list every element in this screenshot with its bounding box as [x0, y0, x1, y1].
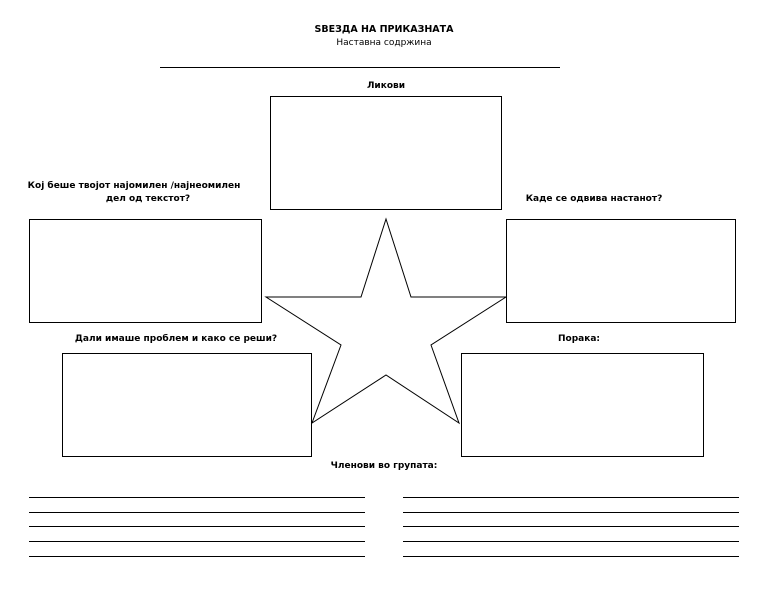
favorite-part-label-line2: дел од текстот? [105, 194, 191, 204]
member-line-left[interactable] [29, 526, 365, 527]
member-line-left[interactable] [29, 512, 365, 513]
member-line-right[interactable] [403, 497, 739, 498]
favorite-part-label-line1: Кој беше твојот најомилен /најнеомилен [27, 181, 241, 191]
problem-box[interactable] [62, 353, 312, 457]
member-line-right[interactable] [403, 526, 739, 527]
worksheet-title: ЅВЕЗДА НА ПРИКАЗНАТА [314, 24, 454, 35]
setting-box[interactable] [506, 219, 736, 323]
worksheet-subtitle: Наставна содржина [336, 38, 432, 48]
member-line-left[interactable] [29, 541, 365, 542]
member-line-right[interactable] [403, 541, 739, 542]
member-line-left[interactable] [29, 556, 365, 557]
favorite-part-box[interactable] [29, 219, 262, 323]
characters-label: Ликови [366, 81, 406, 91]
characters-box[interactable] [270, 96, 502, 210]
member-line-left[interactable] [29, 497, 365, 498]
member-line-right[interactable] [403, 556, 739, 557]
subject-write-line[interactable] [160, 67, 560, 68]
message-label: Порака: [557, 334, 601, 344]
problem-label: Дали имаше проблем и како се реши? [74, 334, 278, 344]
group-members-label: Членови во групата: [330, 461, 438, 471]
member-line-right[interactable] [403, 512, 739, 513]
setting-label: Каде се одвива настанот? [525, 194, 663, 204]
message-box[interactable] [461, 353, 704, 457]
